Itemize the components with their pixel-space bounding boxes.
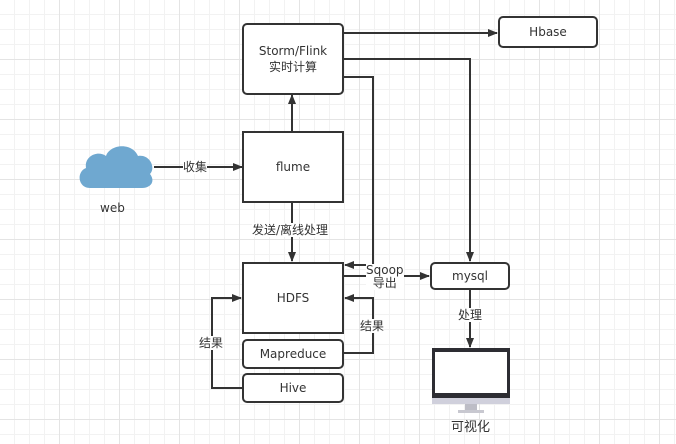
monitor-icon <box>432 348 510 413</box>
mapreduce-label: Mapreduce <box>259 347 327 361</box>
result-right-label: 结果 <box>360 319 385 333</box>
edge-storm-mysql <box>343 58 474 262</box>
send-offline-label: 发送/离线处理 <box>252 223 329 237</box>
flume-label: flume <box>275 160 311 174</box>
storm-label-line1: Storm/Flink <box>258 44 328 58</box>
web-label: web <box>100 201 125 215</box>
mapreduce-node[interactable]: Mapreduce <box>242 339 344 369</box>
hive-node[interactable]: Hive <box>242 373 344 403</box>
storm-label-line2: 实时计算 <box>268 60 317 74</box>
visual-label: 可视化 <box>451 420 491 435</box>
sqoop-label-line2: 导出 <box>372 276 397 290</box>
cloud-icon <box>79 146 153 188</box>
hive-label: Hive <box>279 381 307 395</box>
collect-label: 收集 <box>183 160 208 174</box>
hdfs-node[interactable]: HDFS <box>242 262 344 334</box>
process-label: 处理 <box>458 308 483 322</box>
flume-node[interactable]: flume <box>242 131 344 203</box>
result-left-label: 结果 <box>199 336 224 350</box>
mysql-label: mysql <box>452 269 488 283</box>
hbase-node[interactable]: Hbase <box>498 16 598 48</box>
mysql-node[interactable]: mysql <box>430 262 510 290</box>
sqoop-label-line1: Sqoop <box>366 263 404 277</box>
storm-flink-node[interactable]: Storm/Flink 实时计算 <box>242 23 344 95</box>
edge-storm-hdfs <box>343 76 374 269</box>
sqoop-export-label: Sqoop 导出 <box>366 264 404 290</box>
hdfs-label: HDFS <box>276 291 310 305</box>
hbase-label: Hbase <box>529 25 567 39</box>
